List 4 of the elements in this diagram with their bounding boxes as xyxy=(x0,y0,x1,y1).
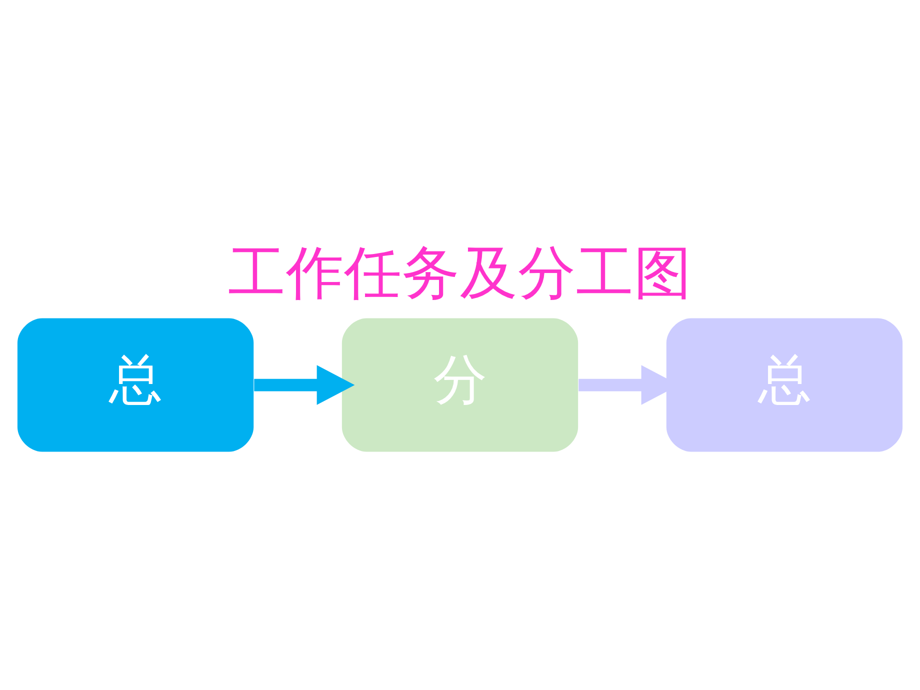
node-box: 总 xyxy=(17,318,254,452)
diagram-title: 工作任务及分工图 xyxy=(228,239,692,306)
node-box: 分 xyxy=(342,318,578,452)
arrow xyxy=(254,365,355,405)
